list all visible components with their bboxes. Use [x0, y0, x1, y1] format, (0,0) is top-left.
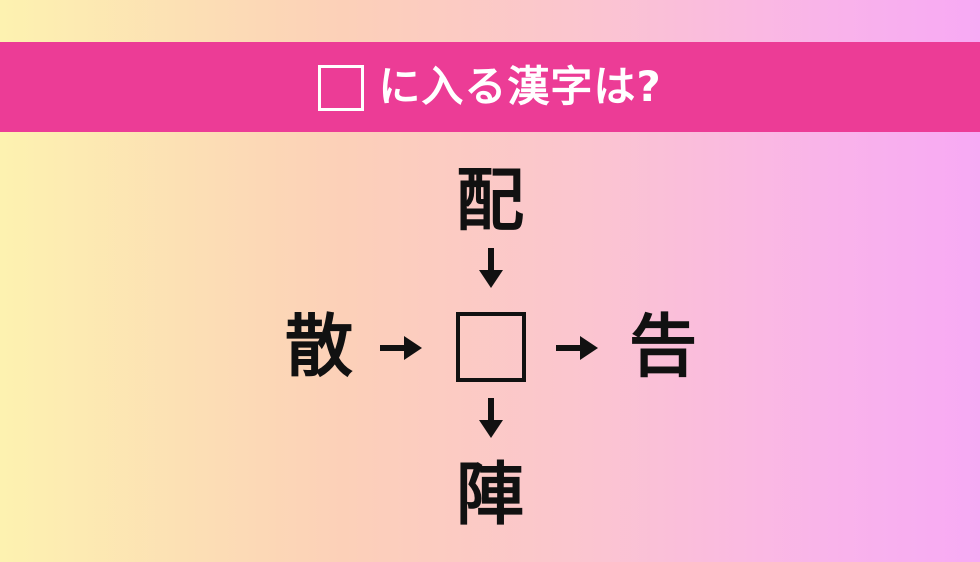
arrow-down-icon: [477, 248, 505, 290]
kanji-top: 配: [455, 162, 524, 241]
kanji-left: 散: [284, 308, 353, 387]
kanji-bottom: 陣: [455, 456, 524, 535]
blank-square-icon: [318, 65, 365, 111]
kanji-right: 告: [628, 308, 697, 387]
answer-blank-box: [456, 312, 526, 382]
title-banner: に入る漢字は?: [0, 42, 980, 132]
arrow-right-icon: [556, 334, 600, 362]
arrow-right-icon: [380, 334, 424, 362]
arrow-down-icon: [477, 398, 505, 440]
question-text: に入る漢字は?: [378, 62, 662, 111]
